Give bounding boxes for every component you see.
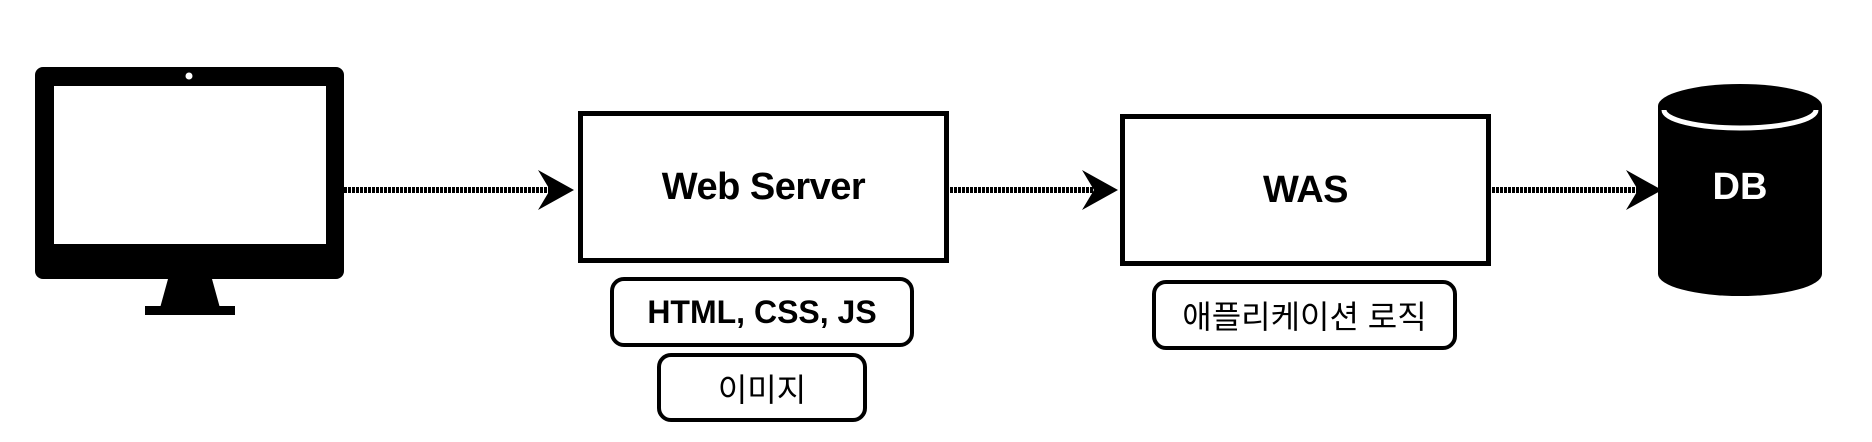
web-server-box: Web Server xyxy=(578,111,949,263)
arrow-right-icon xyxy=(344,170,574,210)
arrow-right-icon xyxy=(1492,170,1662,210)
web-server-image-pill: 이미지 xyxy=(657,353,867,422)
web-server-content-label: HTML, CSS, JS xyxy=(647,293,877,330)
arrow-right-icon xyxy=(950,170,1118,210)
web-server-image-label: 이미지 xyxy=(717,371,807,408)
web-server-content-pill: HTML, CSS, JS xyxy=(610,277,914,347)
desktop-monitor-icon xyxy=(35,67,344,315)
was-label: WAS xyxy=(1262,168,1349,211)
database-cylinder-icon xyxy=(1658,84,1822,296)
was-content-label: 애플리케이션 로직 xyxy=(1182,299,1427,335)
was-content-pill: 애플리케이션 로직 xyxy=(1152,280,1457,350)
was-box: WAS xyxy=(1120,114,1491,266)
web-server-label: Web Server xyxy=(661,165,866,208)
db-label: DB xyxy=(1712,166,1768,208)
